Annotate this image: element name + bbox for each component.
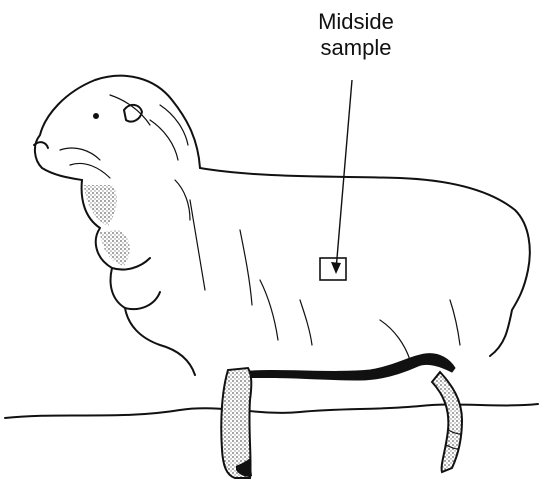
head-outline bbox=[35, 76, 200, 180]
midside-label-line2: sample bbox=[296, 35, 416, 61]
body-outline bbox=[200, 168, 530, 356]
body-wrinkles bbox=[175, 180, 460, 360]
chest-line bbox=[125, 308, 195, 375]
rear-leg bbox=[432, 372, 462, 472]
belly-line bbox=[235, 354, 455, 380]
eye bbox=[93, 113, 99, 119]
midside-sample-box bbox=[320, 258, 346, 280]
dewlap-shading bbox=[84, 185, 130, 266]
sample-arrow-shaft bbox=[336, 80, 352, 270]
midside-label-line1: Midside bbox=[296, 9, 416, 35]
face-wrinkles bbox=[60, 95, 188, 178]
